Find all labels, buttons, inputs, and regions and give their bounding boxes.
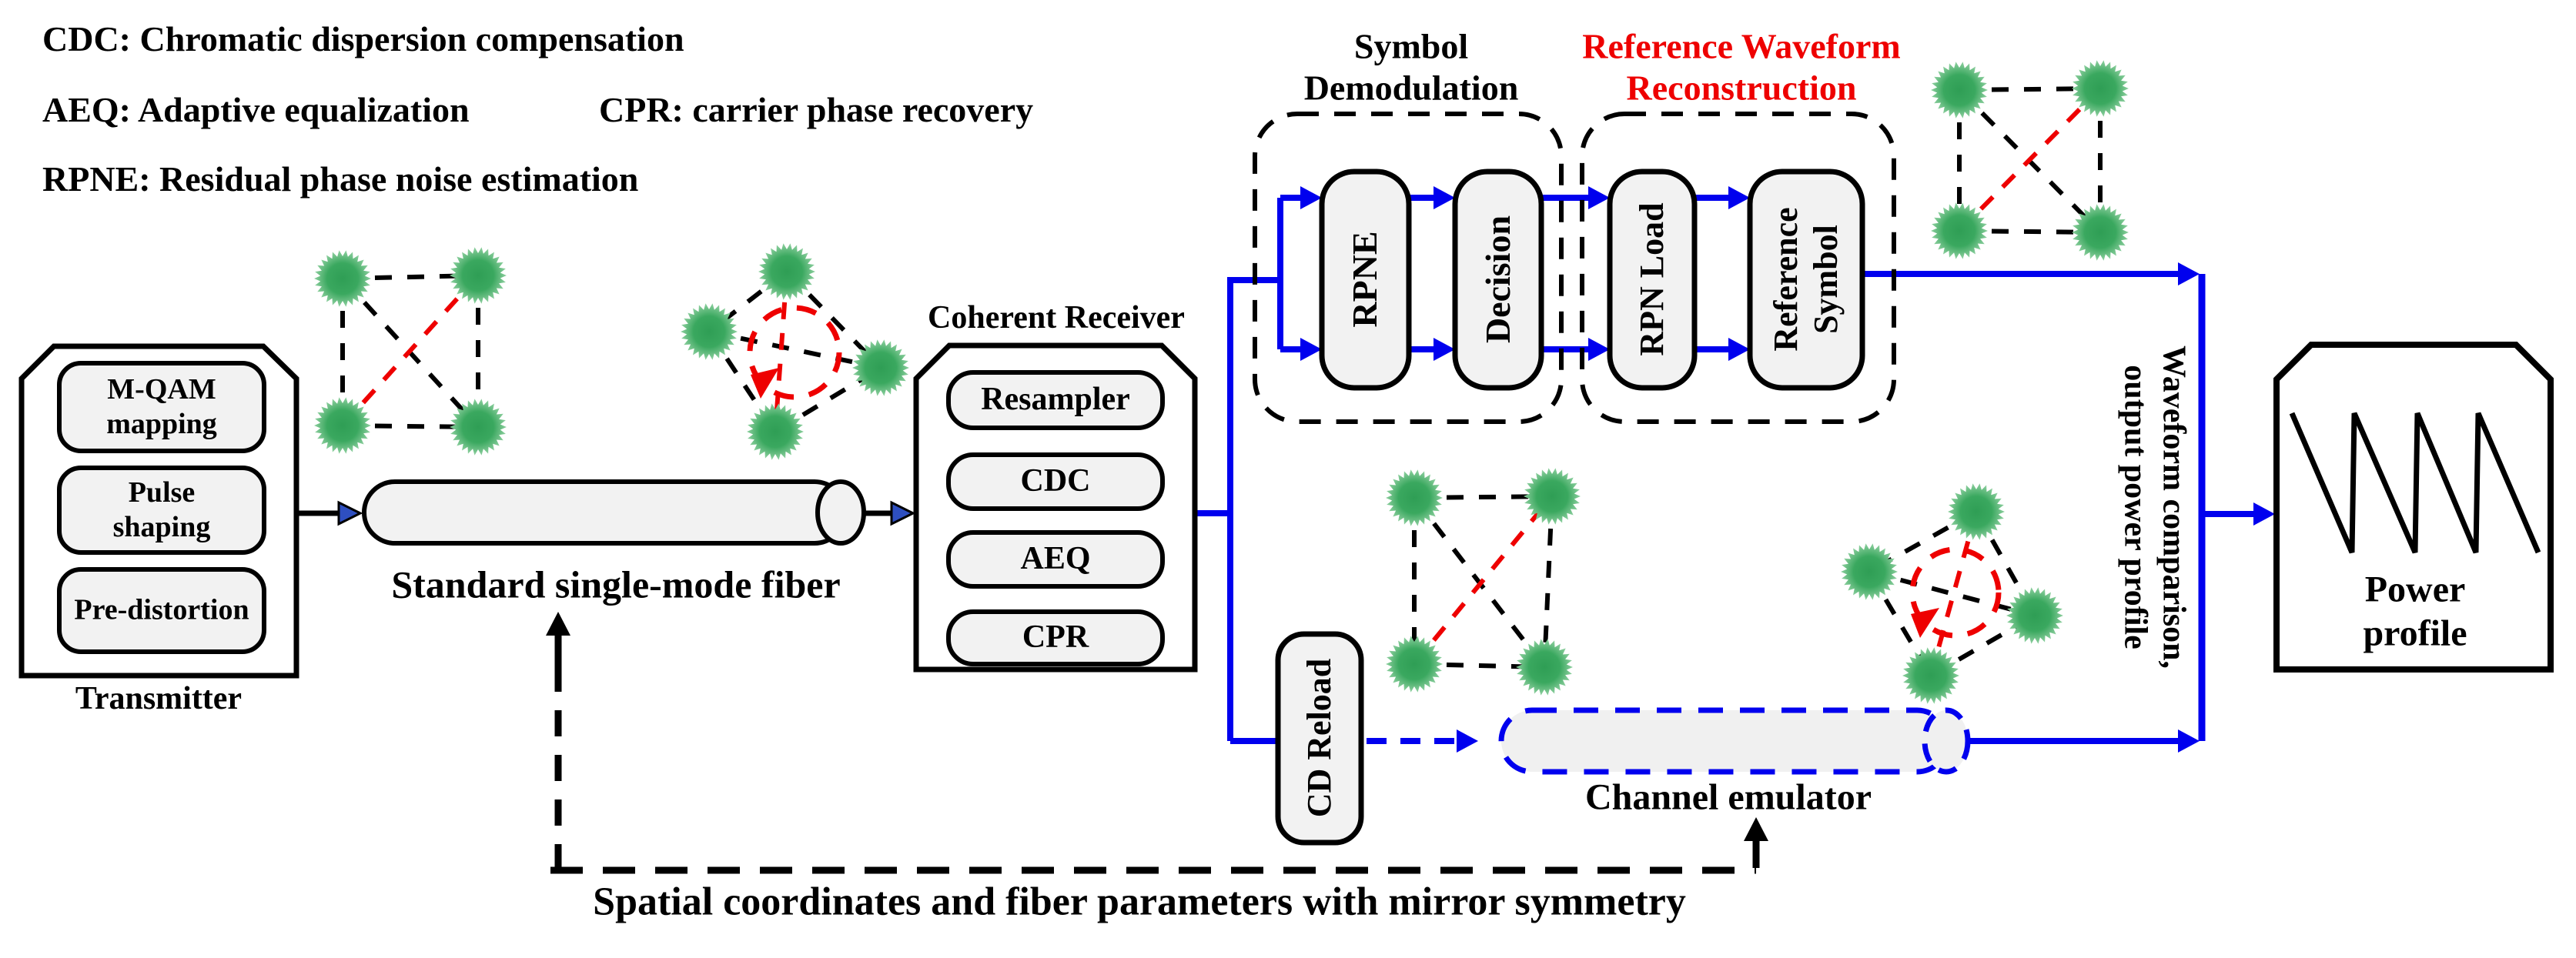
symbol-burst-icon xyxy=(681,303,738,360)
symbol-burst-icon xyxy=(1948,483,2005,540)
rotation-circle-icon xyxy=(747,305,842,400)
resampler-block xyxy=(946,370,1165,430)
pre-distortion-block xyxy=(57,567,266,654)
reference-symbol-block xyxy=(1747,169,1865,391)
symbol-burst-icon xyxy=(2072,204,2129,261)
symbol-burst-icon xyxy=(450,399,507,456)
symbol-burst-icon xyxy=(450,247,507,304)
constellation-reload-edges xyxy=(1412,494,1554,669)
symbol-burst-icon xyxy=(314,397,371,454)
blue-arrowheads xyxy=(1300,186,2275,753)
constellation-fiber-edges xyxy=(707,269,883,434)
starburst-symbols xyxy=(314,60,2129,704)
symbol-burst-icon xyxy=(2006,587,2063,644)
power-profile-box xyxy=(2273,342,2554,673)
signal-path-blue xyxy=(1195,195,2257,744)
aeq-block xyxy=(946,530,1165,589)
channel-emulator-cylinder xyxy=(1498,707,1971,775)
symbol-burst-icon xyxy=(1841,543,1898,600)
rpne-block xyxy=(1319,169,1412,391)
symbol-burst-icon xyxy=(1516,639,1573,696)
constellation-emulator-edges xyxy=(1867,509,2037,678)
mqam-mapping-block xyxy=(57,361,266,453)
symbol-burst-icon xyxy=(758,243,815,300)
transmitter-box xyxy=(18,343,299,679)
symbol-burst-icon xyxy=(1931,62,1988,118)
constellation-reload-red-diagonal xyxy=(1412,495,1554,666)
symbol-burst-icon xyxy=(1902,647,1959,704)
rotation-circle-icon xyxy=(1909,546,2002,639)
feedback-arrow-up-right xyxy=(1744,817,1768,841)
cpr-block xyxy=(946,609,1165,666)
coherent-receiver-box xyxy=(913,342,1198,673)
rpn-load-block xyxy=(1607,169,1698,391)
rotation-arrow-icon xyxy=(1911,608,1939,638)
constellation-reference-red-diagonal xyxy=(1957,86,2103,233)
symbol-burst-icon xyxy=(852,339,909,396)
constellation-tx-red-diagonal xyxy=(340,273,480,428)
reference-waveform-group xyxy=(1580,112,1896,424)
tx-fiber-arrow xyxy=(296,500,363,526)
symbol-burst-icon xyxy=(747,403,804,460)
symbol-burst-icon xyxy=(1386,636,1443,693)
constellation-emulator-rotation xyxy=(1909,511,2002,676)
symbol-burst-icon xyxy=(1931,202,1988,259)
constellation-tx-edges xyxy=(340,273,480,429)
fiber-cylinder xyxy=(362,479,866,546)
symbol-burst-icon xyxy=(314,250,371,307)
constellation-fiber-rotation xyxy=(747,271,842,432)
symbol-demodulation-group xyxy=(1253,112,1564,424)
constellation-reference-edges xyxy=(1957,86,2103,235)
rotation-arrow-icon xyxy=(751,368,779,399)
symbol-burst-icon xyxy=(2072,60,2129,117)
decision-block xyxy=(1452,169,1544,391)
fiber-rx-arrow xyxy=(865,500,916,526)
cd-reload-block xyxy=(1275,631,1364,846)
symbol-burst-icon xyxy=(1386,469,1443,526)
symbol-burst-icon xyxy=(1524,468,1581,525)
feedback-arrow-up-left xyxy=(546,612,570,636)
cdc-block xyxy=(946,452,1165,511)
pulse-shaping-block xyxy=(57,466,266,555)
sawtooth-waveform-icon xyxy=(2289,412,2541,554)
